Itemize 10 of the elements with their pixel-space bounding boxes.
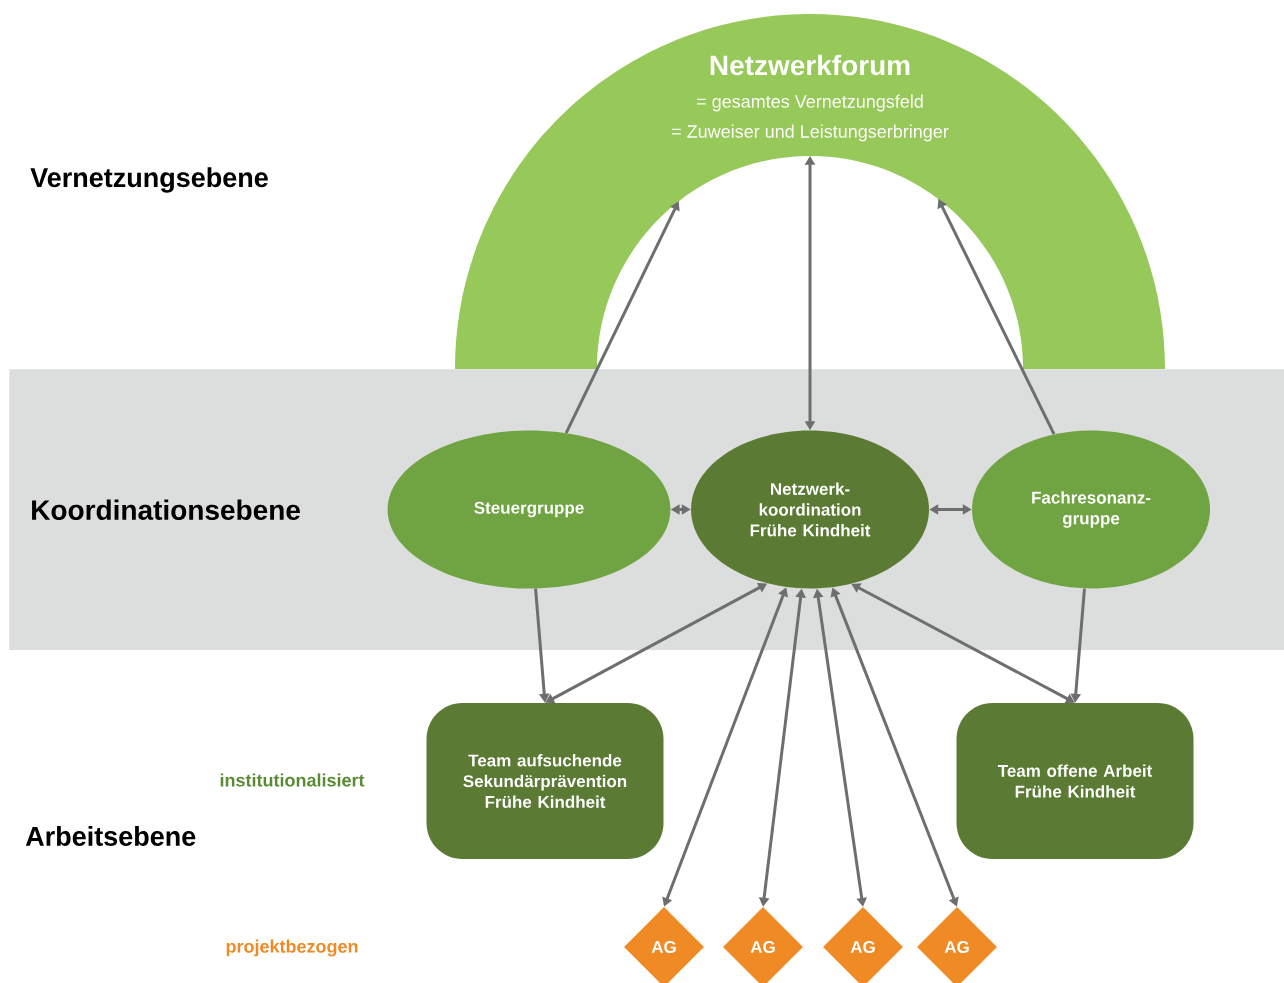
level-label: Arbeitsebene xyxy=(25,826,196,846)
category-label: projektbezogen xyxy=(226,939,358,957)
rounded-box: Team aufsuchende Sekundärprävention Frühe Kindheit xyxy=(426,703,664,859)
rounded-box: Team offene Arbeit Frühe Kindheit xyxy=(956,703,1194,859)
arch-subtitle: = Zuweiser und Leistungserbringer xyxy=(672,124,949,142)
level-label: Vernetzungsebene xyxy=(30,167,268,193)
arch-title: Netzwerkforum xyxy=(710,54,910,76)
arch-subtitle: = gesamtes Vernetzungsfeld xyxy=(697,94,923,112)
arrow xyxy=(564,201,680,434)
category-label: institutionalisiert xyxy=(220,773,365,787)
